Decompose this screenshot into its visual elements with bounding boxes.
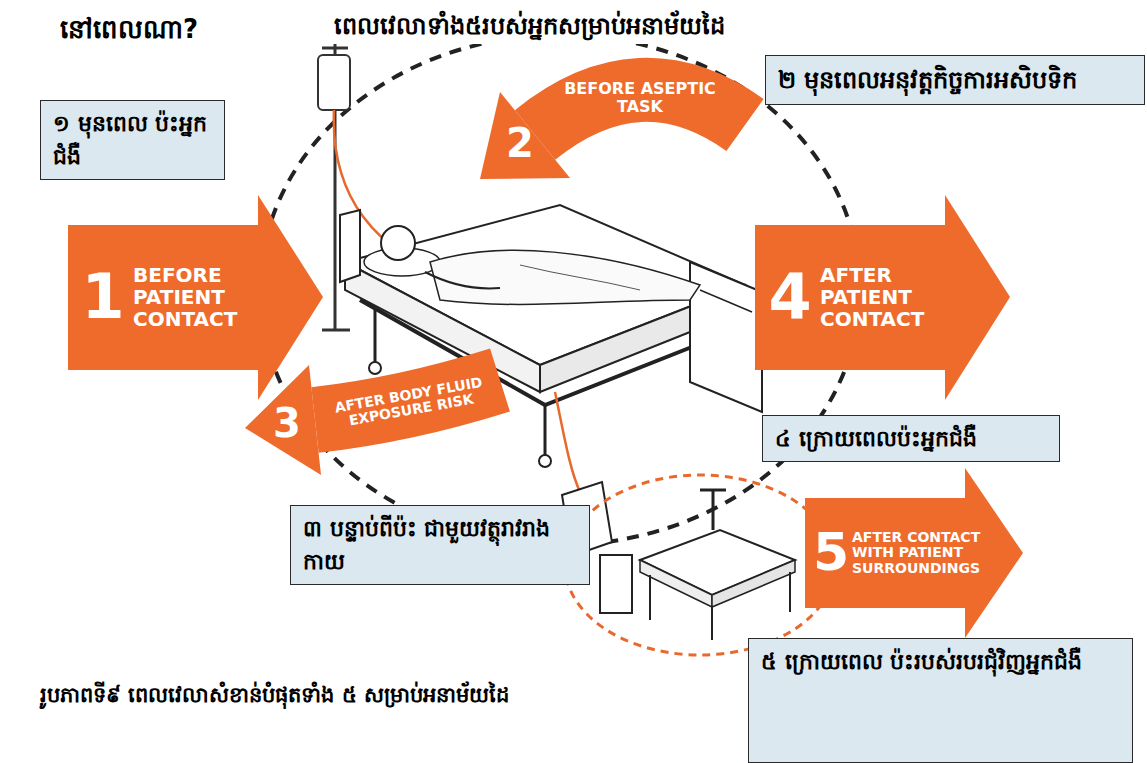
footboard-rail <box>700 290 752 312</box>
moment-number: 1 <box>81 263 124 331</box>
patient-arm <box>425 272 500 288</box>
text-box: ១ មុនពេល ប៉ះអ្នកជំងឺ <box>40 100 225 180</box>
dashed-ring <box>260 35 860 545</box>
moment-arrow: 3AFTER BODY FLUID EXPOSURE RISK <box>205 325 505 495</box>
mattress <box>345 205 745 365</box>
text-box: ២ មុនពេលអនុវត្តកិច្ចការអសិបទិក <box>765 55 1145 105</box>
moment-number: 4 <box>768 263 811 331</box>
iv-hook <box>322 47 348 50</box>
moment-number: 3 <box>273 401 301 445</box>
arrow-head <box>68 195 323 400</box>
bedside-table <box>600 555 632 613</box>
small-bed-leg <box>789 572 791 612</box>
wheel <box>369 362 381 374</box>
khmer-label: ៥ ក្រោយពេល ប៉ះរបស់របរជុំវិញអ្នកជំងឺ <box>761 645 1120 678</box>
moment-arrow: 4AFTER PATIENT CONTACT <box>755 195 1010 400</box>
blanket-fold <box>520 265 640 290</box>
patient-head <box>381 226 415 260</box>
question-label: នៅពេលណា? <box>56 10 202 49</box>
khmer-label: ២ មុនពេលអនុវត្តកិច្ចការអសិបទិក <box>778 62 1132 98</box>
moment-number: 2 <box>506 121 534 165</box>
small-mattress <box>640 530 795 595</box>
diagram-title: ពេលវេលាទាំង៥របស់អ្នកសម្រាប់អនាម័យដៃ <box>330 8 729 44</box>
text-box: ៣ បន្ទាប់ពីប៉ះ ជាមួយវត្ថុរាវរាងកាយ <box>290 505 590 585</box>
arrow-shape <box>440 40 760 235</box>
arrow-head <box>805 468 1023 638</box>
moment-number: 5 <box>813 524 849 581</box>
headboard <box>340 210 360 282</box>
bed-leg <box>544 405 547 455</box>
arrow-head <box>755 195 1010 400</box>
khmer-label: ៤ ក្រោយពេលប៉ះអ្នកជំងឺ <box>775 422 1047 455</box>
figure-caption: រូបភាពទី៩ ពេលវេលាសំខាន់បំផុតទាំង ៥ សម្រា… <box>36 680 513 712</box>
blanket <box>430 250 700 304</box>
moment-text: BEFORE PATIENT CONTACT <box>133 264 263 330</box>
surroundings-ring <box>565 475 835 655</box>
moment-text: BEFORE ASEPTIC TASK <box>545 80 735 115</box>
moment-arrow: 2 BEFORE ASEPTIC TASK <box>440 40 760 235</box>
bed-leg <box>374 310 377 362</box>
drain-tube <box>555 392 580 492</box>
arrow-head <box>480 92 570 179</box>
khmer-label: ៣ បន្ទាប់ពីប៉ះ ជាមួយវត្ថុរាវរាងកាយ <box>303 512 577 578</box>
arrow-head <box>245 365 321 475</box>
lamp-pole <box>712 490 715 530</box>
iv-base <box>322 329 350 332</box>
small-bed-end <box>712 560 795 607</box>
khmer-label: ១ មុនពេល ប៉ះអ្នកជំងឺ <box>53 107 212 173</box>
iv-bag <box>318 55 350 110</box>
lamp-arm <box>700 489 726 492</box>
text-box: ៥ ក្រោយពេល ប៉ះរបស់របរជុំវិញអ្នកជំងឺ <box>748 638 1133 763</box>
moment-arrow: 5AFTER CONTACT WITH PATIENT SURROUNDINGS <box>805 468 1023 638</box>
moment-text: AFTER CONTACT WITH PATIENT SURROUNDINGS <box>852 530 1002 576</box>
text-box: ៤ ក្រោយពេលប៉ះអ្នកជំងឺ <box>762 415 1060 462</box>
small-bed-leg <box>711 607 713 640</box>
moment-text: AFTER PATIENT CONTACT <box>820 264 950 330</box>
wheel <box>539 455 551 467</box>
moment-arrow: 1BEFORE PATIENT CONTACT <box>68 195 323 400</box>
small-bed-leg <box>649 575 651 620</box>
